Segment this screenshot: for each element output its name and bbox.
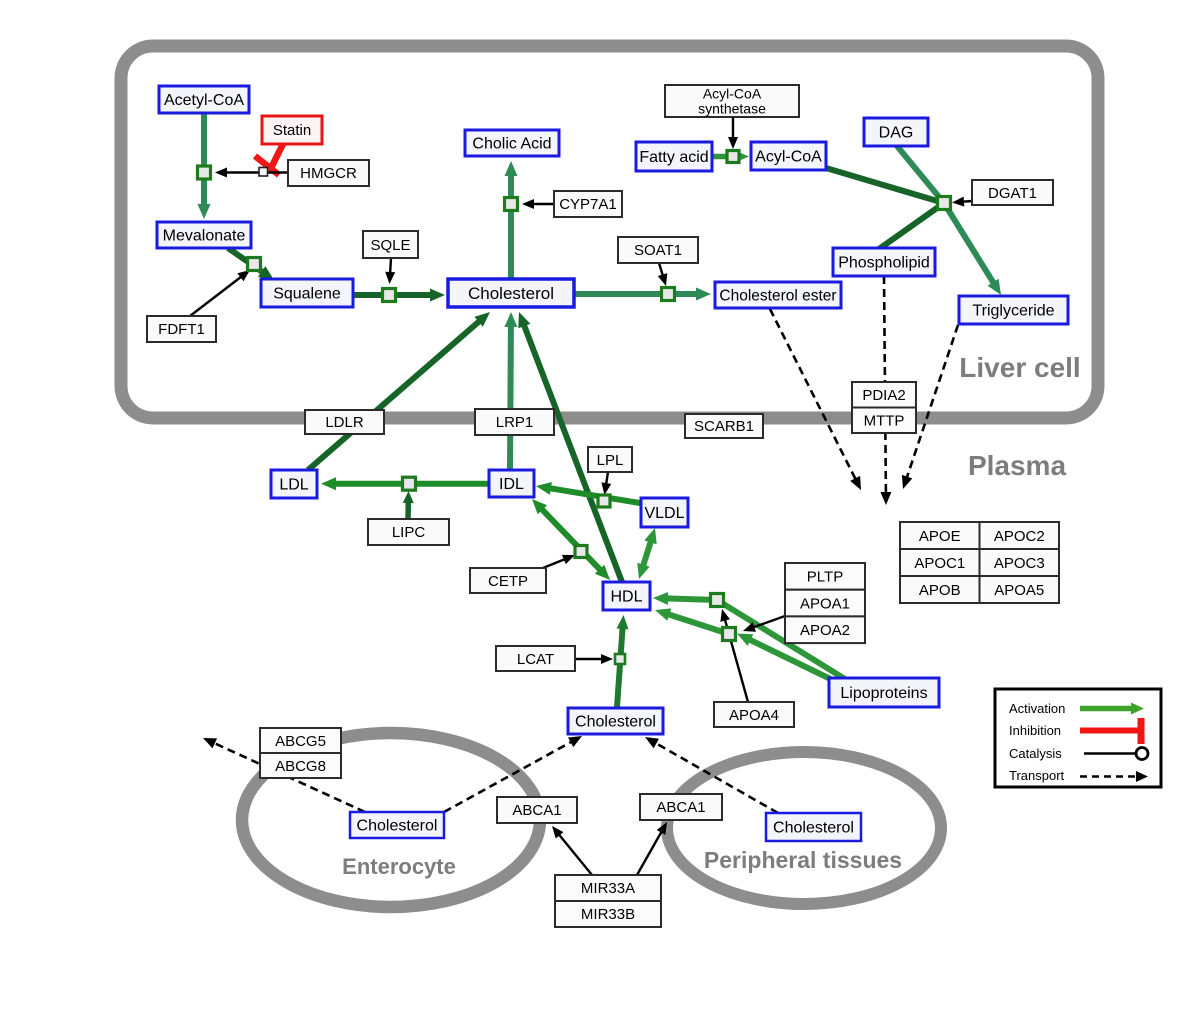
svg-text:APOA4: APOA4 [729,707,779,724]
svg-text:Plasma: Plasma [968,450,1066,481]
svg-text:LPL: LPL [597,452,624,469]
svg-text:APOC2: APOC2 [994,528,1045,545]
svg-text:Squalene: Squalene [273,286,341,303]
svg-text:SQLE: SQLE [370,237,410,254]
svg-text:ABCA1: ABCA1 [656,799,705,816]
svg-text:DGAT1: DGAT1 [988,185,1037,202]
svg-text:Liver cell: Liver cell [959,352,1080,383]
svg-text:LDLR: LDLR [325,414,364,431]
svg-text:LDL: LDL [279,477,308,494]
svg-text:Peripheral tissues: Peripheral tissues [704,847,902,873]
svg-text:Acyl-CoA: Acyl-CoA [755,149,822,166]
svg-text:ABCA1: ABCA1 [512,802,561,819]
svg-text:Triglyceride: Triglyceride [972,303,1054,320]
svg-text:MIR33B: MIR33B [581,906,635,923]
svg-text:LCAT: LCAT [517,651,554,668]
svg-text:SCARB1: SCARB1 [694,418,754,435]
svg-text:IDL: IDL [499,476,524,493]
svg-text:MTTP: MTTP [864,413,905,430]
svg-text:LRP1: LRP1 [496,414,534,431]
svg-text:HMGCR: HMGCR [300,165,357,182]
svg-text:APOE: APOE [919,528,961,545]
svg-text:Statin: Statin [273,122,311,139]
svg-text:LIPC: LIPC [392,524,426,541]
svg-text:Cholesterol: Cholesterol [357,818,438,835]
svg-text:Cholic Acid: Cholic Acid [472,136,551,153]
svg-text:Enterocyte: Enterocyte [342,854,456,879]
svg-text:PLTP: PLTP [807,569,843,586]
svg-text:APOB: APOB [919,582,961,599]
svg-text:Cholesterol: Cholesterol [773,820,854,837]
svg-text:ABCG8: ABCG8 [275,758,326,775]
svg-text:CETP: CETP [488,573,528,590]
svg-text:FDFT1: FDFT1 [158,321,205,338]
svg-text:APOA1: APOA1 [800,595,850,612]
svg-text:synthetase: synthetase [698,100,766,116]
svg-text:APOC3: APOC3 [994,555,1045,572]
svg-text:Cholesterol ester: Cholesterol ester [719,287,836,304]
svg-text:VLDL: VLDL [644,505,684,522]
svg-text:MIR33A: MIR33A [581,880,635,897]
svg-text:Activation: Activation [1009,701,1065,716]
svg-text:Cholesterol: Cholesterol [575,714,656,731]
svg-text:Lipoproteins: Lipoproteins [840,685,927,702]
svg-text:SOAT1: SOAT1 [634,242,682,259]
svg-text:Phospholipid: Phospholipid [838,255,930,272]
svg-text:Transport: Transport [1009,768,1065,783]
svg-text:Inhibition: Inhibition [1009,723,1061,738]
svg-text:HDL: HDL [610,589,642,606]
svg-text:CYP7A1: CYP7A1 [559,196,617,213]
svg-text:APOA5: APOA5 [994,582,1044,599]
svg-text:Fatty acid: Fatty acid [639,149,708,166]
svg-text:Acetyl-CoA: Acetyl-CoA [164,92,244,109]
svg-text:Cholesterol: Cholesterol [468,284,554,303]
svg-text:ABCG5: ABCG5 [275,733,326,750]
svg-text:Mevalonate: Mevalonate [163,228,246,245]
svg-text:APOA2: APOA2 [800,622,850,639]
svg-text:Acyl-CoA: Acyl-CoA [703,85,762,101]
svg-text:PDIA2: PDIA2 [862,387,905,404]
svg-text:Catalysis: Catalysis [1009,746,1062,761]
svg-text:DAG: DAG [879,125,914,142]
svg-text:APOC1: APOC1 [914,555,965,572]
